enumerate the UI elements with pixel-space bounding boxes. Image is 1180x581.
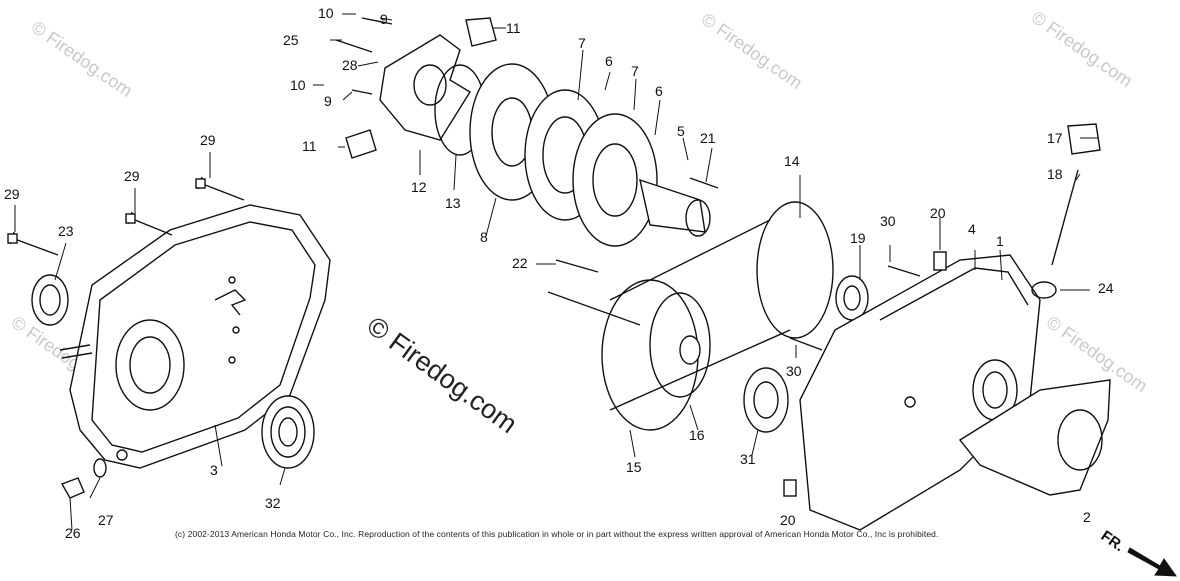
callout-label: 26 [65, 525, 81, 541]
callout-label: 29 [4, 186, 20, 202]
bearing-32 [261, 395, 315, 469]
callout-label: 27 [98, 512, 114, 528]
callout-label: 7 [578, 35, 586, 51]
callout-label: 8 [480, 229, 488, 245]
copyright-notice: (c) 2002-2013 American Honda Motor Co., … [175, 529, 939, 539]
callout-label: 10 [318, 5, 334, 21]
callout-label: 29 [200, 132, 216, 148]
callout-label: 20 [780, 512, 796, 528]
callout-label: 6 [605, 53, 613, 69]
callout-labels: 1 2 3 4 5 6 6 7 7 8 9 9 10 10 11 11 12 1… [4, 5, 1114, 541]
callout-label: 32 [265, 495, 281, 511]
leader-lines [14, 13, 1098, 531]
watermark-text: © Firedog.com [28, 17, 136, 101]
callout-label: 16 [689, 427, 705, 443]
callout-label: 5 [677, 123, 685, 139]
watermark-text: © Firedog.com [1028, 7, 1136, 91]
callout-label: 22 [512, 255, 528, 271]
callout-label: 31 [740, 451, 756, 467]
callout-label: 13 [445, 195, 461, 211]
callout-label: 20 [930, 205, 946, 221]
callout-label: 4 [968, 221, 976, 237]
callout-label: 11 [506, 20, 521, 36]
callout-label: 7 [631, 63, 639, 79]
callout-label: 12 [411, 179, 427, 195]
callout-label: 9 [380, 11, 388, 27]
bolts-29 [7, 176, 245, 256]
callout-label: 29 [124, 168, 140, 184]
callout-label: 18 [1047, 166, 1063, 182]
dowels-bolts [783, 251, 947, 497]
callout-label: 24 [1098, 280, 1114, 296]
front-direction-indicator: FR. [1098, 527, 1177, 577]
watermark-text: © Firedog.com [698, 9, 806, 93]
right-case [799, 254, 1111, 531]
callout-label: 10 [290, 77, 306, 93]
callout-label: 6 [655, 83, 663, 99]
front-direction-label: FR. [1098, 527, 1128, 555]
oil-cap-dipstick [1031, 123, 1101, 299]
callout-label: 9 [324, 93, 332, 109]
callout-label: 19 [850, 230, 866, 246]
callout-label: 25 [283, 32, 299, 48]
clutch-assembly [335, 17, 719, 247]
callout-label: 17 [1047, 130, 1063, 146]
callout-label: 3 [210, 462, 218, 478]
callout-label: 15 [626, 459, 642, 475]
callout-label: 21 [700, 130, 716, 146]
front-arrow-icon [1127, 547, 1177, 577]
oil-seal-23 [31, 274, 69, 326]
watermark-center: © Firedog.com [361, 311, 522, 440]
callout-label: 1 [996, 233, 1004, 249]
callout-label: 11 [302, 138, 317, 154]
callout-label: 30 [786, 363, 802, 379]
callout-label: 2 [1083, 509, 1091, 525]
callout-label: 28 [342, 57, 358, 73]
drain-plug-26 [60, 458, 107, 499]
callout-label: 30 [880, 213, 896, 229]
left-case-cover [59, 204, 331, 469]
bearing-31 [743, 275, 869, 433]
callout-label: 23 [58, 223, 74, 239]
callout-label: 14 [784, 153, 800, 169]
chain-drive [547, 201, 834, 431]
